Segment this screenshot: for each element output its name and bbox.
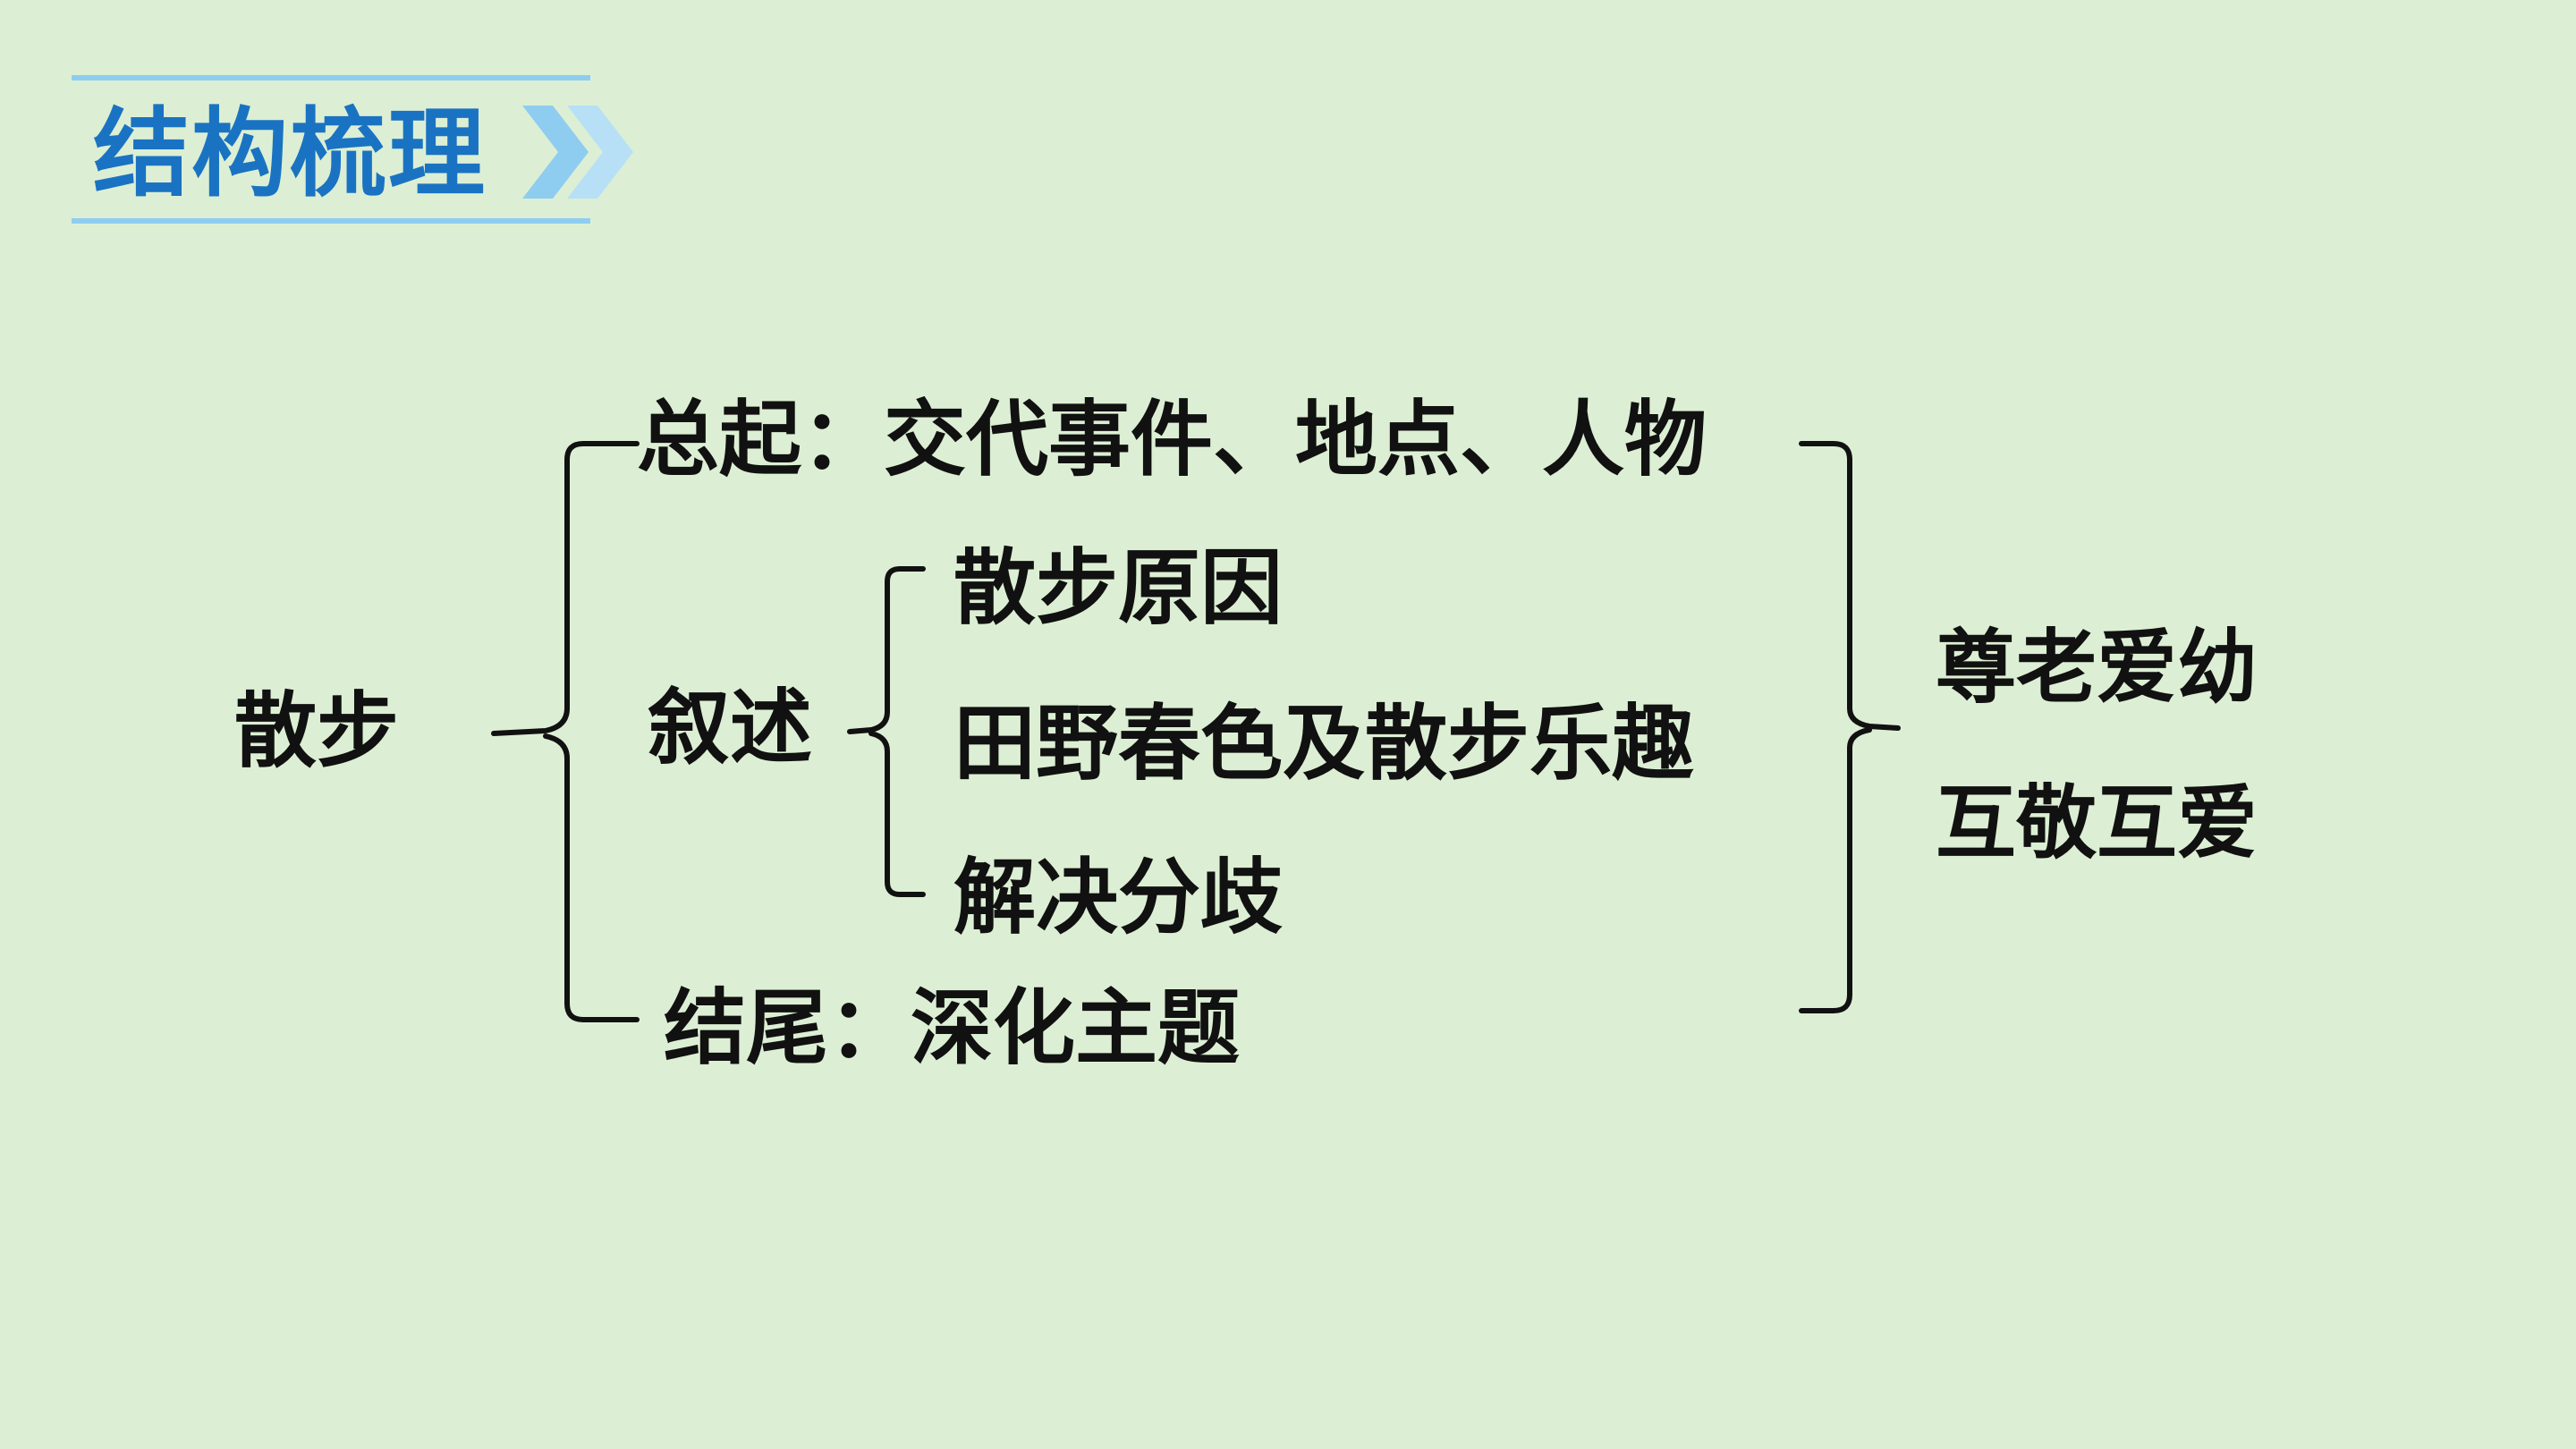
header-top-rule [72, 75, 590, 80]
ending-node: 结尾：深化主题 [664, 980, 1241, 1076]
narration-item-resolution: 解决分歧 [953, 850, 1284, 945]
main-left-brace [491, 441, 640, 1022]
narration-item-scenery: 田野春色及散步乐趣 [953, 696, 1695, 792]
narration-item-reason: 散步原因 [953, 540, 1284, 636]
theme-mutual-love: 互敬互爱 [1936, 776, 2258, 870]
narration-node: 叙述 [648, 680, 813, 775]
narration-sub-brace [847, 566, 926, 897]
opening-node: 总起：交代事件、地点、人物 [637, 392, 1707, 487]
root-topic: 散步 [234, 683, 400, 779]
right-brace [1799, 441, 1901, 1013]
theme-respect-elders: 尊老爱幼 [1936, 621, 2258, 715]
section-title: 结构梳理 [93, 98, 487, 210]
double-chevron-right-icon [522, 106, 633, 199]
header-bottom-rule [72, 218, 590, 224]
